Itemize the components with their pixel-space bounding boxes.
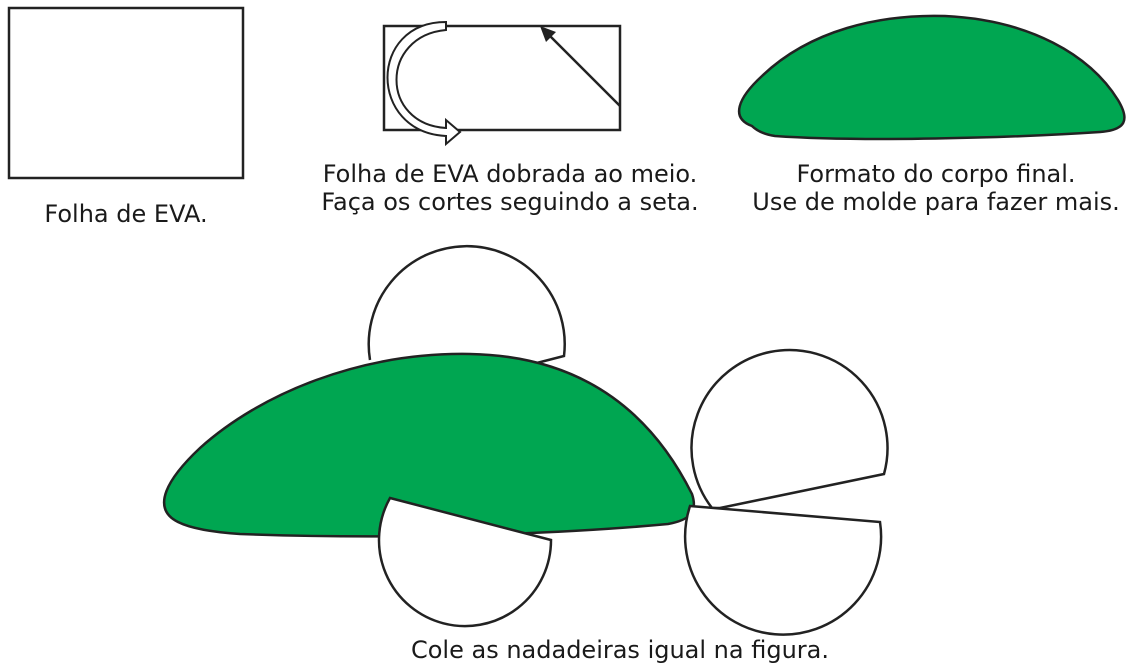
top-fin: [367, 244, 566, 368]
caption-step1: Folha de EVA.: [44, 200, 208, 228]
eva-sheet: [7, 6, 245, 180]
caption-step2-line1: Folha de EVA dobrada ao meio.: [322, 160, 698, 188]
folded-eva-sheet: [382, 24, 622, 132]
fish-body: [162, 352, 696, 538]
assembled-fish: [162, 244, 889, 636]
bottom-fin: [377, 496, 553, 628]
tail-fin-upper: [690, 348, 889, 510]
caption-step2: Folha de EVA dobrada ao meio. Faça os co…: [290, 160, 730, 216]
body-template-shape: [737, 14, 1126, 141]
tail-fin-lower: [683, 504, 883, 636]
caption-step3-line2: Use de molde para fazer mais.: [752, 188, 1120, 216]
caption-step2-line2: Faça os cortes seguindo a seta.: [321, 188, 699, 216]
caption-step4: Cole as nadadeiras igual na figura.: [410, 636, 829, 664]
diagonal-arrow-icon: [540, 26, 621, 107]
caption-step3-line1: Formato do corpo final.: [796, 160, 1076, 188]
caption-step3: Formato do corpo final. Use de molde par…: [736, 160, 1136, 216]
curved-arrow-icon: [386, 20, 462, 147]
